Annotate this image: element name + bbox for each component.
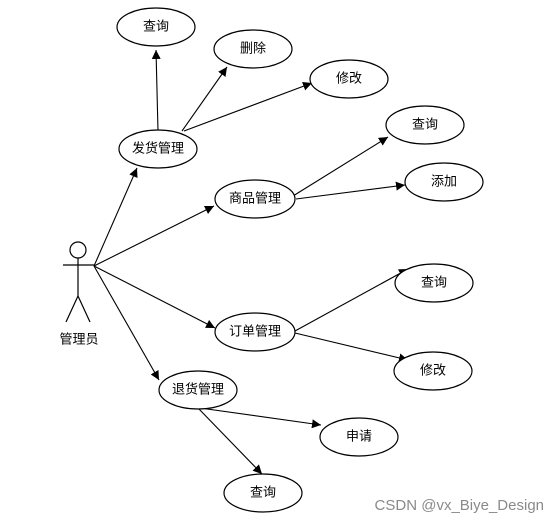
edge-shangpin-add bbox=[295, 181, 406, 200]
use-case-label: 修改 bbox=[420, 364, 446, 379]
watermark: CSDN @vx_Biye_Design bbox=[374, 497, 544, 514]
use-case-tuihuo[interactable]: 退货管理 bbox=[158, 370, 238, 410]
use-case-tuihuo-query[interactable]: 查询 bbox=[223, 473, 303, 513]
use-case-label: 查询 bbox=[412, 118, 438, 133]
edge-actor-shangpin bbox=[93, 205, 215, 267]
use-case-dingdan-query[interactable]: 查询 bbox=[394, 263, 474, 303]
use-case-dingdan-edit[interactable]: 修改 bbox=[393, 351, 473, 391]
use-case-shangpin[interactable]: 商品管理 bbox=[214, 179, 296, 219]
use-case-fahuo-query[interactable]: 查询 bbox=[116, 7, 196, 47]
edge-dingdan-query bbox=[294, 268, 409, 332]
use-case-label: 发货管理 bbox=[132, 141, 184, 157]
use-case-shangpin-query[interactable]: 查询 bbox=[385, 105, 465, 145]
use-case-label: 查询 bbox=[421, 276, 447, 291]
use-case-label: 修改 bbox=[336, 72, 362, 87]
edge-fahuo-query bbox=[151, 49, 161, 132]
edge-fahuo-edit bbox=[183, 81, 313, 132]
use-case-label: 申请 bbox=[346, 430, 372, 445]
use-case-fahuo[interactable]: 发货管理 bbox=[118, 129, 198, 169]
actor-right-leg bbox=[77, 295, 91, 323]
use-case-label: 商品管理 bbox=[229, 192, 281, 207]
use-case-label: 退货管理 bbox=[172, 382, 224, 398]
edge-shangpin-query bbox=[292, 136, 389, 197]
use-case-label: 订单管理 bbox=[229, 325, 281, 340]
use-case-label: 添加 bbox=[431, 175, 457, 190]
edges bbox=[93, 49, 409, 475]
actor-left-leg bbox=[65, 295, 79, 323]
actor-head bbox=[69, 241, 87, 259]
edge-dingdan-edit bbox=[294, 332, 409, 363]
use-case-fahuo-edit[interactable]: 修改 bbox=[309, 59, 389, 99]
use-case-dingdan[interactable]: 订单管理 bbox=[214, 312, 296, 352]
edge-actor-fahuo bbox=[93, 167, 138, 267]
edge-tuihuo-apply bbox=[199, 407, 322, 429]
use-case-label: 查询 bbox=[250, 486, 276, 501]
use-case-tuihuo-apply[interactable]: 申请 bbox=[319, 417, 399, 457]
edge-tuihuo-query bbox=[197, 407, 263, 475]
edge-actor-tuihuo bbox=[93, 265, 160, 381]
use-case-fahuo-delete[interactable]: 删除 bbox=[213, 29, 293, 69]
use-case-shangpin-add[interactable]: 添加 bbox=[404, 162, 484, 202]
edge-actor-dingdan bbox=[93, 265, 216, 329]
use-case-label: 查询 bbox=[143, 20, 169, 35]
actor-admin: 管理员 bbox=[59, 241, 99, 348]
actor-label: 管理员 bbox=[59, 333, 98, 348]
use-case-label: 删除 bbox=[240, 42, 266, 57]
edge-fahuo-delete bbox=[181, 66, 228, 132]
